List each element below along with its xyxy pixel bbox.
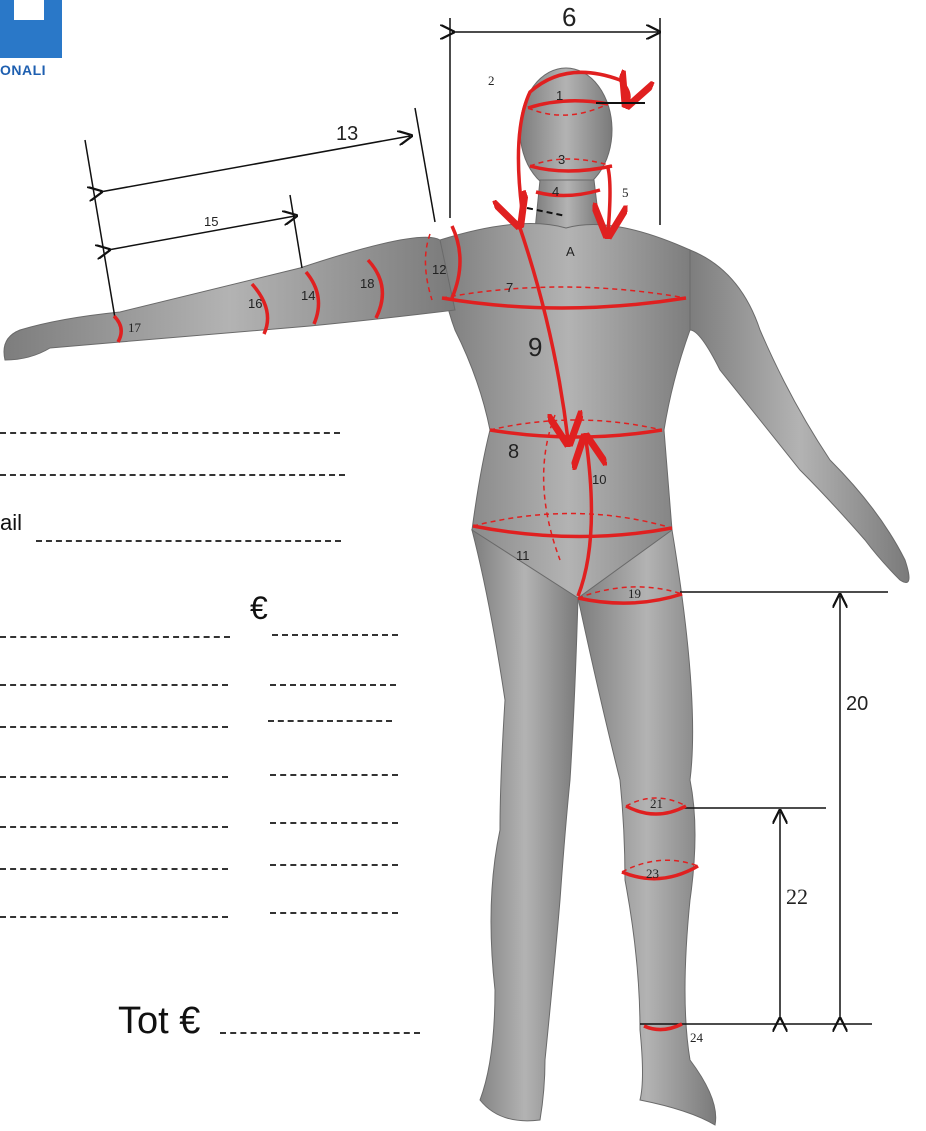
label-18: 18 [360, 276, 374, 291]
human-figure [4, 68, 909, 1125]
label-1: 1 [556, 88, 563, 103]
label-4: 4 [552, 184, 559, 199]
label-10: 10 [592, 472, 606, 487]
label-15: 15 [204, 214, 218, 229]
label-6: 6 [562, 2, 576, 32]
label-a: A [566, 244, 575, 259]
label-5: 5 [622, 185, 629, 200]
label-8: 8 [508, 441, 519, 463]
label-12: 12 [432, 262, 446, 277]
label-17: 17 [128, 320, 142, 335]
label-16: 16 [248, 296, 262, 311]
label-24: 24 [690, 1030, 704, 1045]
label-22: 22 [786, 884, 808, 909]
label-2: 2 [488, 73, 495, 88]
label-20: 20 [846, 693, 868, 715]
label-21: 21 [650, 796, 663, 811]
label-7: 7 [506, 280, 513, 295]
label-13: 13 [336, 123, 358, 145]
label-14: 14 [301, 288, 315, 303]
label-9: 9 [528, 332, 542, 362]
label-11: 11 [516, 548, 530, 563]
label-3: 3 [558, 152, 565, 167]
label-19: 19 [628, 586, 641, 601]
label-23: 23 [646, 866, 659, 881]
